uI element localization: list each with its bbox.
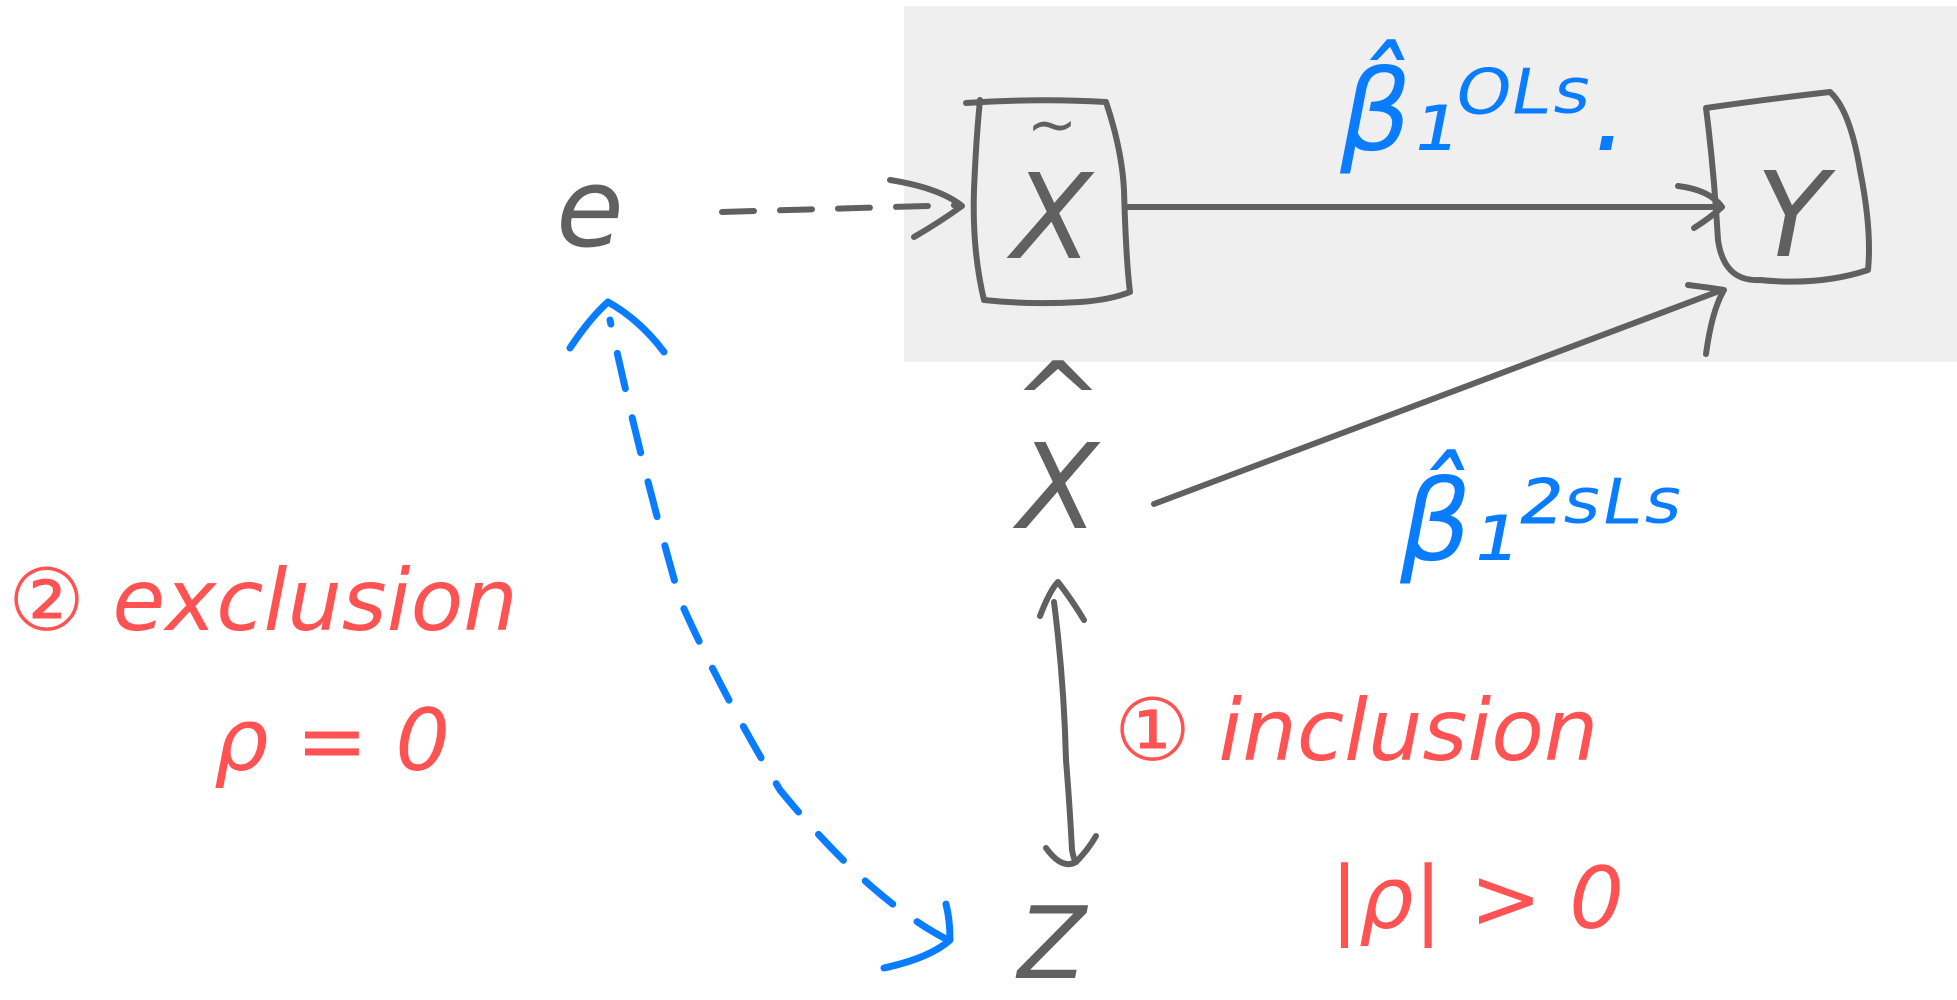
arrow-x-hat-to-y bbox=[1151, 282, 1727, 507]
beta-ols-label: β̂₁ᴼᴸˢ. bbox=[1339, 40, 1629, 177]
x-tilde-box bbox=[963, 97, 1133, 307]
y-box bbox=[1703, 89, 1872, 285]
arrow-x-hat-z bbox=[1037, 579, 1099, 868]
node-x-hat: X bbox=[1012, 418, 1101, 556]
inclusion-title: ① inclusion bbox=[1114, 681, 1598, 781]
inclusion-condition: |ρ| > 0 bbox=[1330, 849, 1624, 949]
beta-2sls-label: β̂₁²ˢᴸˢ bbox=[1399, 450, 1684, 587]
arrow-x-tilde-to-y bbox=[1125, 183, 1725, 231]
x-hat-mark: ^ bbox=[1012, 338, 1104, 466]
arrow-z-to-e bbox=[566, 298, 954, 972]
node-x-tilde: X bbox=[1006, 148, 1095, 286]
x-tilde-mark: ~ bbox=[1027, 90, 1077, 160]
arrow-e-to-x-tilde bbox=[719, 177, 965, 240]
node-z: Z bbox=[1015, 885, 1089, 1000]
node-e: e bbox=[556, 144, 624, 272]
node-y: Y bbox=[1756, 146, 1836, 284]
exclusion-condition: ρ = 0 bbox=[214, 691, 450, 791]
exclusion-title: ② exclusion bbox=[8, 551, 518, 651]
